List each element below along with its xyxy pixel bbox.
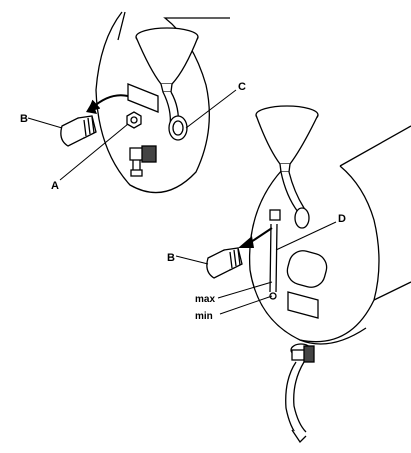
lower-fill-port [294, 207, 310, 229]
upper-plug-b [60, 115, 97, 147]
lower-funnel-tube [280, 171, 305, 213]
drain-valve [129, 145, 157, 177]
lower-plug-b [206, 247, 243, 279]
level-min-marker [269, 292, 277, 300]
upper-sight-window [127, 83, 159, 113]
upper-assembly [95, 11, 230, 194]
lower-oval-window [286, 250, 328, 288]
drain-hose [285, 361, 307, 437]
lower-drain-fitting [290, 343, 315, 363]
upper-removal-arrow [87, 94, 129, 112]
upper-funnel-cone [135, 36, 199, 85]
label-b-lower: B [167, 252, 175, 264]
upper-tank-outline [95, 11, 230, 194]
upper-fill-port [168, 115, 188, 141]
label-a: A [51, 180, 59, 192]
upper-leaders [27, 89, 237, 181]
level-sight-tube [269, 223, 278, 293]
lower-leaders [175, 221, 337, 315]
label-c: C [238, 81, 246, 93]
label-d: D [338, 213, 346, 225]
lower-tank-outline [248, 165, 380, 343]
label-min: min [195, 311, 213, 322]
label-max: max [195, 294, 215, 305]
fitting-a [126, 111, 142, 129]
lower-assembly [248, 105, 411, 444]
lower-rect-window [287, 291, 319, 319]
lower-funnel-cone [255, 114, 319, 165]
label-b-upper: B [20, 113, 28, 125]
